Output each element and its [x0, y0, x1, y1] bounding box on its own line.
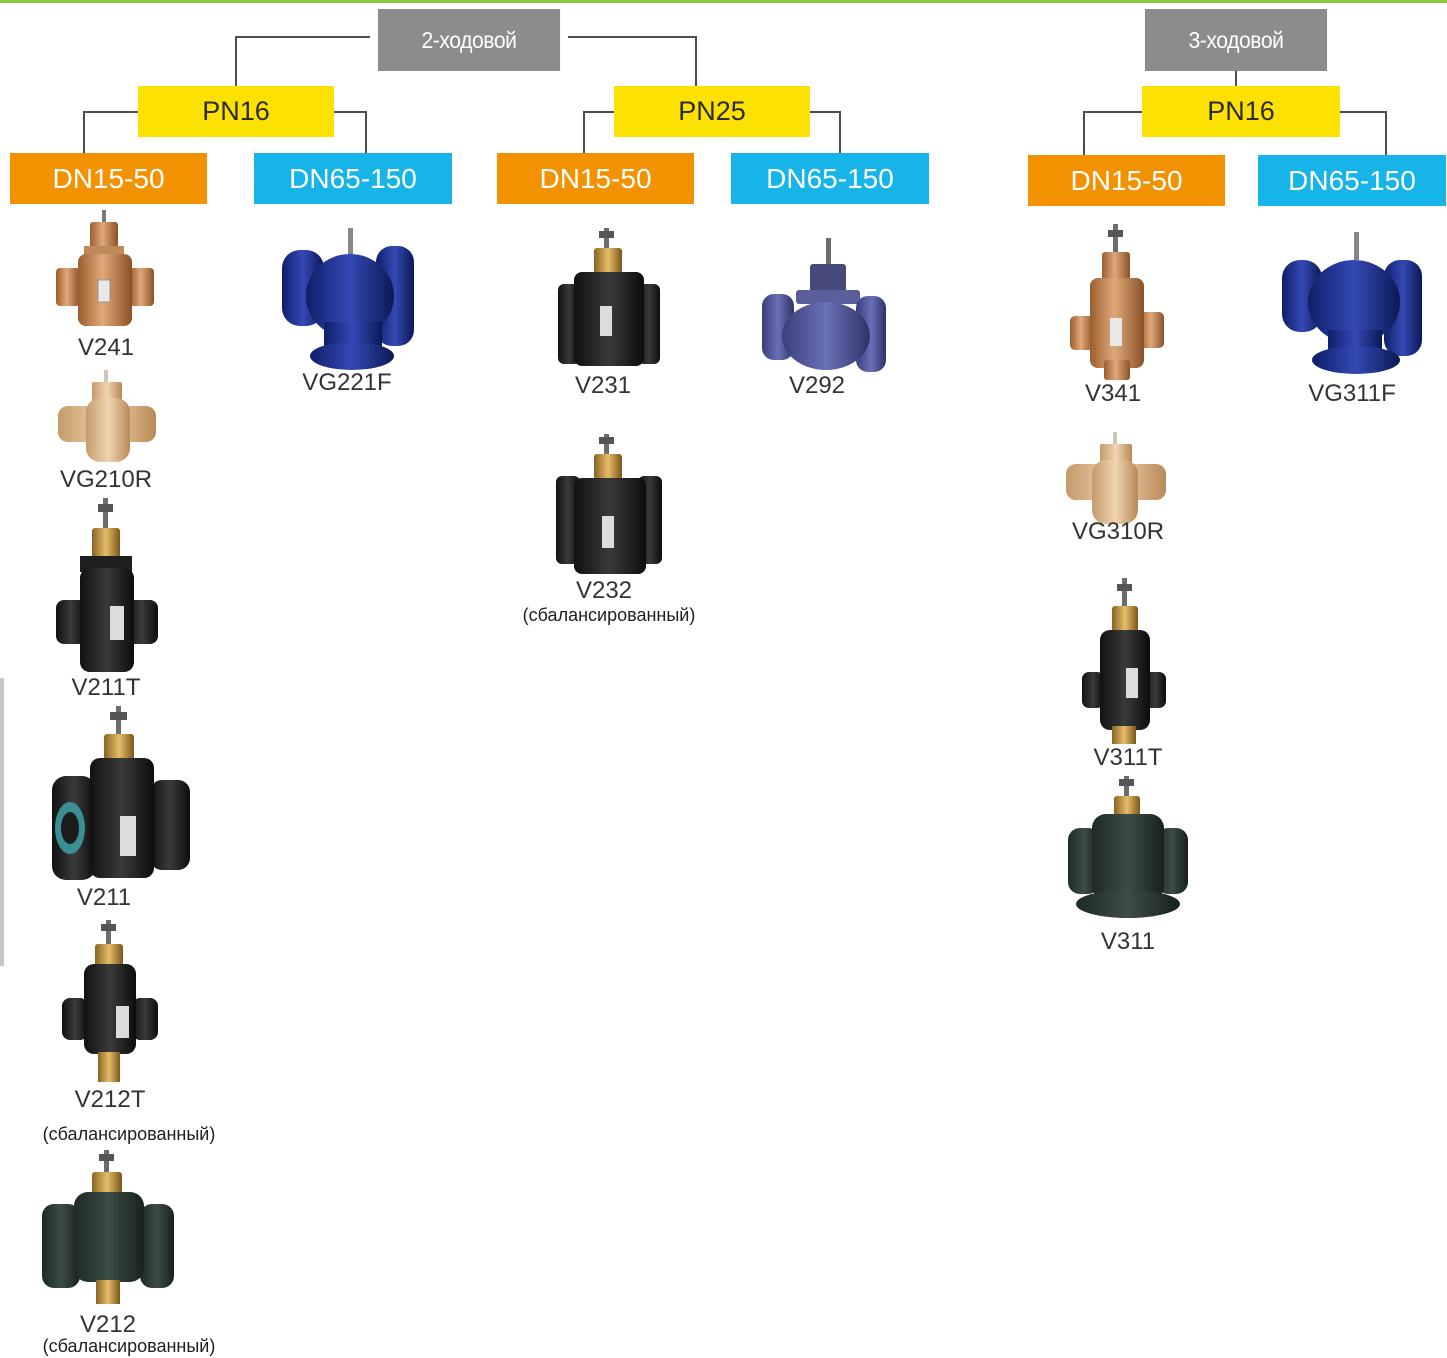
- dn-range-label: DN65-150: [1288, 164, 1416, 196]
- left-margin-rule: [0, 678, 4, 966]
- valve-model-label: VG221F: [302, 369, 392, 396]
- two-way-pn16-label: PN16: [202, 96, 270, 126]
- valve-model-label: V311: [1100, 928, 1156, 955]
- two-way-label: 2-ходовой: [421, 26, 517, 53]
- black-threaded-2way-valve-icon: [56, 498, 158, 672]
- balanced-note: (сбалансированный): [42, 1336, 216, 1356]
- valve-model-label: VG311F: [1308, 380, 1396, 407]
- balanced-note: (сбалансированный): [522, 605, 696, 625]
- bronze-threaded-valve-body-icon: [1066, 432, 1166, 524]
- two-way-pn16-dn15-50-box: DN15-50: [10, 153, 207, 204]
- two-way-pn25-label: PN25: [678, 96, 746, 126]
- valve-model-label: V211T: [71, 674, 141, 701]
- three-way-category-box: 3-ходовой: [1144, 9, 1328, 71]
- valve-model-label: V341: [1084, 380, 1142, 407]
- two-way-pn16-dn65-150-box: DN65-150: [254, 153, 452, 204]
- bronze-threaded-valve-body-icon: [58, 370, 156, 462]
- valve-model-label: V212: [79, 1311, 137, 1338]
- dn-range-label: DN15-50: [52, 162, 165, 194]
- two-way-pn25-box: PN25: [614, 86, 810, 137]
- blue-flanged-valve-body-icon: [282, 228, 414, 370]
- black-flanged-balanced-valve-icon: [556, 434, 662, 574]
- top-accent-rule: [0, 0, 1447, 3]
- three-way-pn16-dn65-150-box: DN65-150: [1258, 155, 1446, 206]
- dn-range-label: DN15-50: [539, 162, 652, 194]
- blue-flanged-globe-valve-icon: [762, 238, 886, 372]
- valve-model-label: V231: [574, 372, 632, 399]
- two-way-pn16-box: PN16: [138, 86, 334, 137]
- black-flanged-balanced-valve-icon: [42, 1150, 174, 1304]
- dn-range-label: DN65-150: [289, 162, 417, 194]
- valve-model-label: V311T: [1093, 744, 1163, 771]
- dn-range-label: DN65-150: [766, 162, 894, 194]
- two-way-category-box: 2-ходовой: [377, 9, 561, 71]
- valve-model-label: VG310R: [1071, 518, 1165, 545]
- valve-model-label: VG210R: [59, 466, 153, 493]
- two-way-pn25-dn15-50-box: DN15-50: [497, 153, 694, 204]
- bronze-threaded-3way-valve-icon: [1070, 224, 1164, 380]
- three-way-pn16-label: PN16: [1207, 96, 1275, 126]
- dn-range-label: DN15-50: [1070, 164, 1183, 196]
- two-way-pn25-dn65-150-box: DN65-150: [731, 153, 929, 204]
- balanced-note: (сбалансированный): [42, 1124, 216, 1144]
- three-way-pn16-box: PN16: [1142, 86, 1340, 137]
- valve-model-label: V212T: [74, 1086, 146, 1113]
- black-flanged-2way-valve-icon: [558, 228, 660, 366]
- valve-model-label: V292: [788, 372, 846, 399]
- bronze-threaded-2way-valve-icon: [56, 210, 154, 326]
- blue-flanged-3way-valve-body-icon: [1282, 232, 1422, 374]
- black-threaded-3way-valve-icon: [1082, 578, 1166, 744]
- valve-model-label: V241: [77, 334, 135, 361]
- black-flanged-3way-valve-icon: [1068, 776, 1188, 918]
- three-way-label: 3-ходовой: [1188, 26, 1284, 53]
- three-way-pn16-dn15-50-box: DN15-50: [1028, 155, 1225, 206]
- valve-model-label: V232: [575, 577, 633, 604]
- valve-model-label: V211: [76, 884, 132, 911]
- black-threaded-balanced-valve-icon: [62, 920, 158, 1082]
- black-flanged-2way-valve-icon: [52, 706, 190, 880]
- tree-connector-lines: [83, 36, 1387, 155]
